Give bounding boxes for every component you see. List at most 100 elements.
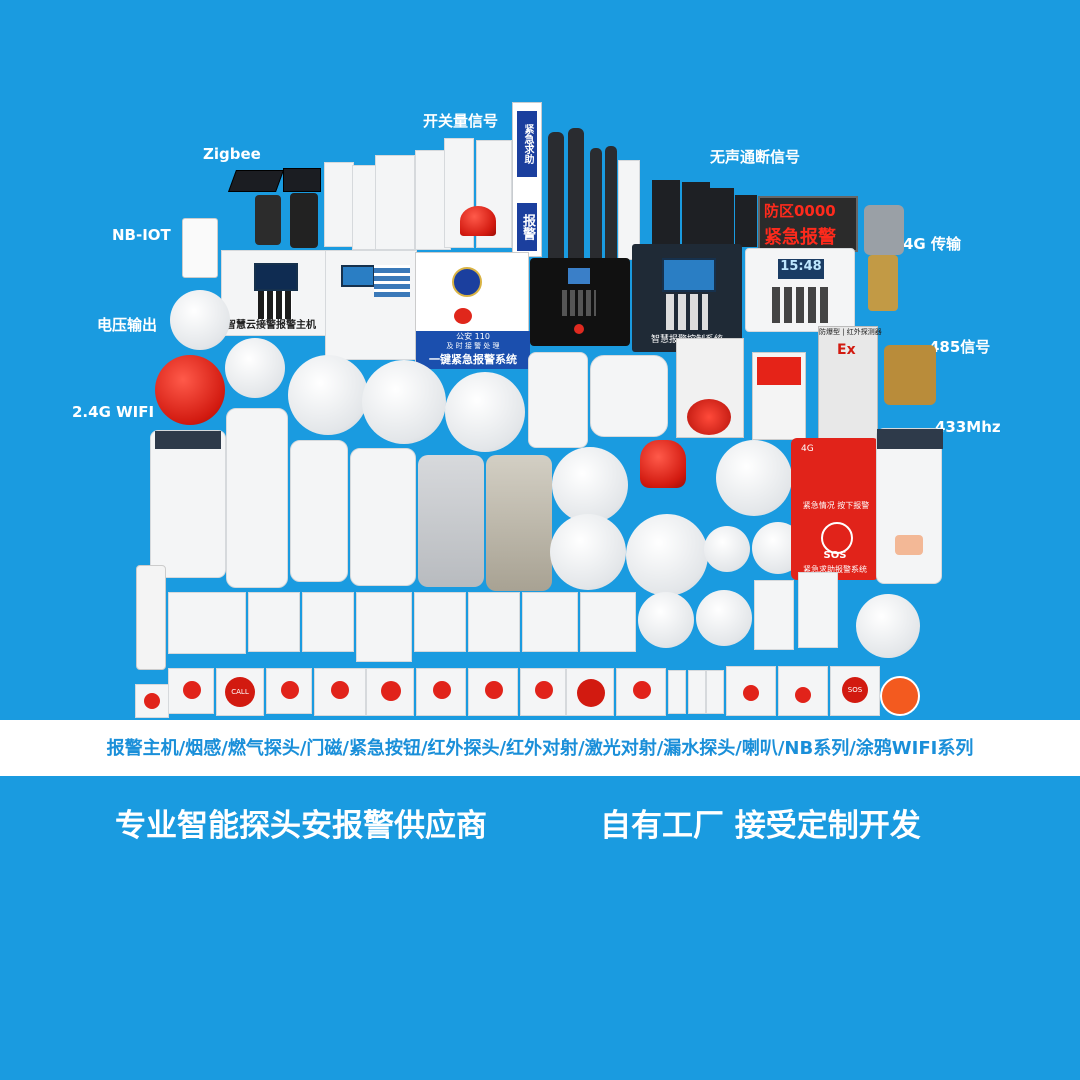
emergency-button-icon (616, 668, 666, 716)
g4-mark: 4G (801, 444, 814, 454)
emergency-button-icon (168, 668, 214, 714)
sos-system-label: 紧急求助报警系统 (803, 565, 867, 574)
category-banner-text: 报警主机/烟感/燃气探头/门磁/紧急按钮/红外探头/红外对射/激光对射/漏水探头… (106, 738, 974, 759)
led-line-1: 防区0000 (764, 202, 836, 220)
emergency-button-icon (314, 668, 366, 716)
call-button-icon (566, 668, 614, 716)
emergency-pillar: 紧急求助 报警 (512, 102, 542, 257)
pillar-text: 报警 (517, 203, 537, 251)
emergency-button-icon (266, 668, 312, 714)
led-line-2: 紧急报警 (764, 227, 836, 248)
wall-sensor-icon (414, 592, 466, 652)
heat-detector-icon (225, 338, 285, 398)
gas-valve-icon (864, 205, 904, 255)
ex-mark: Ex (837, 342, 856, 358)
sos-label: SOS (823, 550, 847, 561)
water-leak-sensor-icon (356, 592, 412, 662)
mini-button-icon (688, 670, 706, 714)
ceiling-pir-icon (550, 514, 626, 590)
ceiling-sensor-icon (638, 592, 694, 648)
label-485: 485信号 (929, 338, 991, 356)
alarm-system-top: 公安 110 (456, 332, 490, 341)
laser-beam-icon (568, 128, 584, 264)
pillar-top-text: 紧急求助 (517, 111, 537, 177)
pir-mini-icon (754, 580, 794, 650)
wall-pir-icon (168, 592, 246, 654)
alarm-system-sub: 及 时 接 警 处 理 (446, 342, 500, 350)
label-wifi24: 2.4G WIFI (72, 403, 155, 421)
wall-sensor-icon (302, 592, 354, 652)
speaker-icon (590, 355, 668, 437)
label-switch-signal: 开关量信号 (423, 112, 499, 130)
outdoor-pir-icon (150, 430, 226, 578)
round-smoke-icon (856, 594, 920, 658)
led-display-board: 防区0000 紧急报警 (758, 196, 858, 252)
zigbee-sensor-icon (290, 193, 318, 248)
siren-box-icon (676, 338, 744, 438)
call-label: CALL (225, 677, 255, 707)
ceiling-sensor-icon (696, 590, 752, 646)
alarm-button-icon[interactable] (454, 308, 472, 324)
beam-detector-icon (375, 155, 415, 250)
gas-detector-icon (528, 352, 588, 448)
pir-detector-icon (290, 440, 348, 582)
dual-pir-icon (226, 408, 288, 588)
alarm-system-title: 一键紧急报警系统 (429, 353, 517, 366)
outdoor-pir-icon (876, 428, 943, 584)
sos-note: 紧急情况 按下报警 (802, 501, 870, 510)
category-banner (0, 720, 1080, 776)
mini-button-icon (706, 670, 724, 714)
label-433: 433Mhz (935, 418, 1001, 436)
emergency-button-icon (520, 668, 566, 716)
wall-sensor-icon (468, 592, 520, 652)
one-key-alarm-system: 公安 110 及 时 接 警 处 理 一键紧急报警系统 (415, 252, 530, 369)
sos-button-icon: SOS (830, 666, 880, 716)
explosion-strobe-icon (640, 440, 686, 488)
label-zigbee: Zigbee (203, 145, 261, 163)
emergency-button-icon (135, 684, 169, 718)
solar-panel-icon (283, 168, 321, 192)
outdoor-pir-gray-icon (486, 455, 552, 591)
emergency-button-icon (366, 668, 414, 716)
smoke-detector-icon (288, 355, 368, 435)
control-host-panel (325, 250, 417, 360)
curtain-pir-icon (418, 455, 484, 587)
remote-control-icon (136, 565, 166, 670)
pir-detector-icon (350, 448, 416, 586)
brass-valve-icon (884, 345, 936, 405)
smoke-detector-icon (445, 372, 525, 452)
mini-pir-icon (704, 526, 750, 572)
wall-sensor-icon (522, 592, 578, 652)
smoke-detector-icon (170, 290, 230, 350)
solar-panel-icon (227, 170, 285, 192)
slogan-left: 专业智能探头安报警供应商 (115, 808, 487, 844)
door-sensor-icon (798, 572, 838, 648)
police-badge-icon (452, 267, 482, 297)
host-name: 智慧云接警报警主机 (226, 320, 316, 331)
beam-detector-icon (324, 162, 354, 247)
active-beam-icon (652, 180, 680, 246)
ceiling-detector-icon (552, 447, 628, 523)
explosion-proof-detector: 防爆型 | 红外探测器 Ex (818, 326, 882, 441)
laser-beam-icon (548, 132, 564, 264)
active-beam-icon (706, 188, 734, 248)
call-button-icon: CALL (216, 668, 264, 716)
sos-button[interactable] (821, 522, 853, 554)
zigbee-sensor-icon (255, 195, 281, 245)
host-panel: 智慧云接警报警主机 (221, 250, 327, 336)
ceiling-pir-icon (626, 514, 708, 596)
slogan-right: 自有工厂 接受定制开发 (600, 808, 921, 844)
active-beam-icon (735, 195, 757, 247)
gsm-alarm-panel: 15:48 (745, 248, 855, 332)
label-silent-signal: 无声通断信号 (710, 148, 801, 166)
pull-cord-button-icon (468, 668, 518, 716)
strobe-light-icon (460, 206, 496, 236)
smoke-detector-icon (362, 360, 446, 444)
label-nb-iot: NB-IOT (112, 226, 171, 244)
smart-control-panel: 智慧报警控制系统 (632, 244, 742, 352)
emergency-button-icon (726, 666, 776, 716)
laser-beam-icon (605, 146, 617, 266)
black-host-panel (530, 258, 630, 346)
sos-btn-label: SOS (842, 677, 868, 703)
